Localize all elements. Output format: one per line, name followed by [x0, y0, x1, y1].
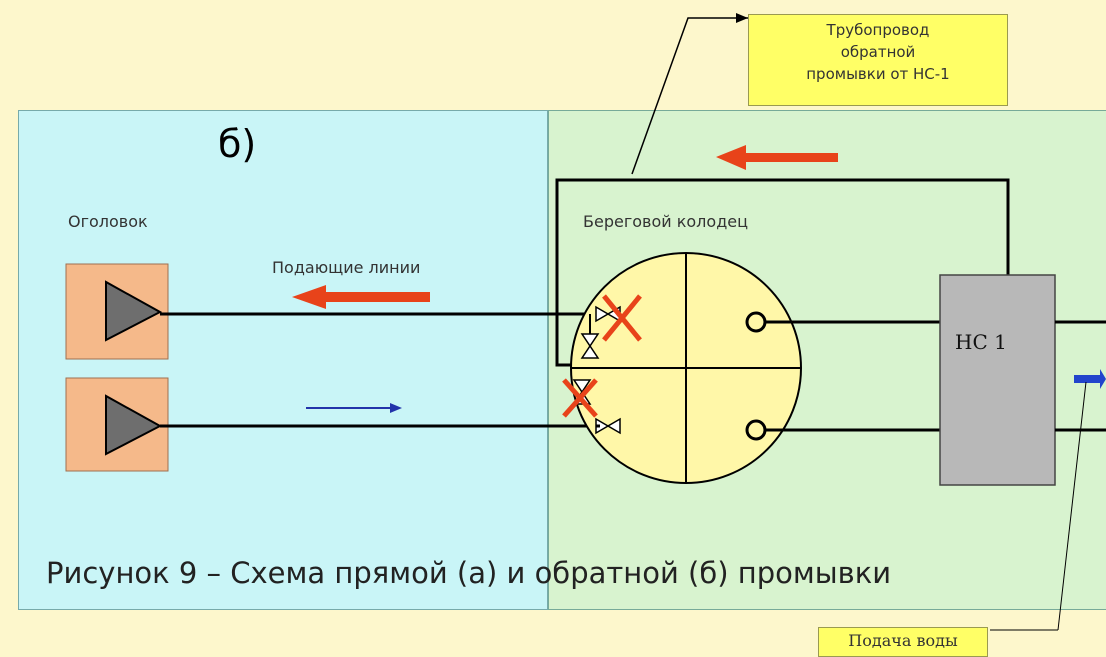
backwash-pipe: [555, 178, 1010, 367]
water-supply-arrow: [1074, 369, 1106, 389]
pipe-label-leader: [631, 17, 748, 175]
backwash-pipe-label: Трубопровод обратной промывки от НС-1: [748, 14, 1008, 106]
water-supply-leader: [1057, 381, 1087, 631]
pump-station-box: [939, 274, 1056, 486]
water-supply-label: Подача воды: [818, 627, 988, 657]
intake-head-label: Оголовок: [68, 212, 148, 231]
backwash-pipe-label-line-1: Трубопровод: [826, 21, 930, 39]
intake-triangle-upper: [105, 280, 163, 342]
backwash-pipe-label-line-3: промывки от НС-1: [806, 65, 950, 83]
variant-letter: б): [218, 122, 257, 166]
pump-station-label: НС 1: [955, 330, 1007, 354]
supply-flow-arrow-red: [292, 285, 430, 309]
supply-flow-arrow-blue: [306, 403, 402, 413]
figure-caption: Рисунок 9 – Схема прямой (а) и обратной …: [46, 556, 892, 590]
intake-zone-panel: [18, 110, 548, 610]
closed-valve-mark-lower: [562, 378, 598, 418]
flushing-scheme-diagram: [65, 13, 1106, 631]
pipe-label-leader-arrow: [736, 13, 748, 23]
supply-lines-label: Подающие линии: [272, 258, 421, 277]
backwash-flow-arrow: [716, 145, 838, 170]
intake-triangle-lower: [105, 394, 163, 456]
backwash-pipe-label-line-2: обратной: [840, 43, 916, 61]
closed-valve-mark-upper: [602, 294, 642, 342]
shore-well-label: Береговой колодец: [583, 212, 748, 231]
valve-lower-horizontal: [595, 417, 621, 435]
